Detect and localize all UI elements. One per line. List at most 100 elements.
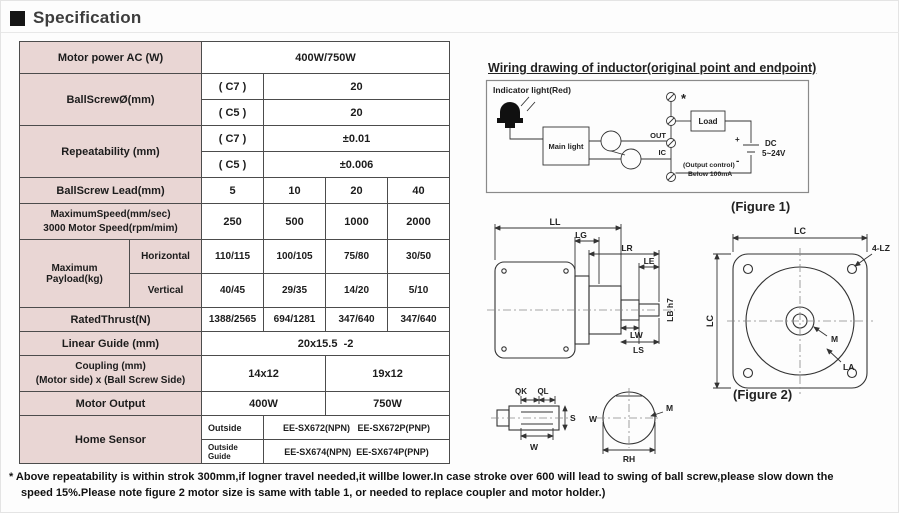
row-ballscrew-c7: BallScrewØ(mm) ( C7 ) 20 — [18, 73, 451, 126]
spec-table: Motor power AC (W) 400W/750W BallScrewØ(… — [18, 41, 451, 464]
dim-s-label: S — [570, 413, 576, 423]
wiring-frame — [485, 79, 810, 194]
dim-ql-label: QL — [537, 387, 548, 396]
row-rated-thrust: RatedThrust(N) 1388/2565 694/1281 347/64… — [18, 307, 451, 332]
dim-w-side-label: W — [530, 442, 539, 452]
home-sensor-label: Home Sensor — [18, 415, 203, 464]
page-title: Specification — [33, 8, 142, 27]
payload-v-value: 29/35 — [263, 273, 327, 308]
coupling-label-line1: Coupling (mm) — [75, 361, 146, 372]
dc-source-icon — [743, 144, 759, 153]
payload-v-value: 40/45 — [201, 273, 265, 308]
repeatability-c5-value: ±0.006 — [263, 151, 451, 178]
row-repeatability-c7: Repeatability (mm) ( C7 ) ±0.01 — [18, 125, 451, 178]
guide-label: Linear Guide (mm) — [18, 331, 203, 356]
output-control-label-2: Below 100mA — [688, 171, 732, 178]
payload-v-value: 14/20 — [325, 273, 389, 308]
header-divider — [1, 32, 899, 33]
dim-lz-label: 4-LZ — [872, 243, 890, 253]
output-control-label-1: (Output control) — [683, 162, 735, 169]
shaft-dim-lines — [520, 396, 568, 440]
payload-h-value: 110/115 — [201, 239, 265, 274]
side-dim-lines — [494, 224, 660, 345]
footnote: * Above repeatability is within strok 30… — [9, 470, 895, 502]
dim-m-circle-label: M — [666, 403, 673, 413]
thrust-value: 347/640 — [325, 307, 389, 332]
ballscrew-dia-label: BallScrewØ(mm) — [18, 73, 203, 126]
wires — [589, 140, 671, 160]
output-value-2: 750W — [325, 391, 451, 416]
wire — [509, 128, 543, 140]
motor-power-value: 400W/750W — [201, 41, 451, 74]
shaft-front-dim-lines — [602, 411, 664, 454]
star-note: * — [681, 91, 687, 106]
ballscrew-c7-value: 20 — [263, 73, 451, 100]
ballscrew-c7-grade: ( C7 ) — [201, 73, 265, 100]
ballscrew-c5-grade: ( C5 ) — [201, 99, 265, 126]
ballscrew-c5-value: 20 — [263, 99, 451, 126]
dim-w-circle-label: W — [589, 414, 598, 424]
dim-lw-label: LW — [630, 330, 644, 340]
lead-value: 10 — [263, 177, 327, 204]
footnote-line2: speed 15%.Please note figure 2 motor siz… — [21, 486, 606, 499]
row-coupling: Coupling (mm) (Motor side) x (Ball Screw… — [18, 355, 451, 392]
dim-lr-label: LR — [621, 243, 632, 253]
indicator-light-label: Indicator light(Red) — [493, 85, 571, 95]
coupling-label: Coupling (mm) (Motor side) x (Ball Screw… — [18, 355, 203, 392]
main-light-box — [542, 126, 590, 166]
payload-h-value: 75/80 — [325, 239, 389, 274]
sensor-outside-label: Outside — [201, 415, 265, 440]
dc-label: DC — [765, 139, 777, 148]
sensor-outside-value: EE-SX672(NPN) EE-SX672P(PNP) — [263, 415, 451, 440]
row-ballscrew-lead: BallScrew Lead(mm) 5 10 20 40 — [18, 177, 451, 204]
output-label: Motor Output — [18, 391, 203, 416]
dim-le-label: LE — [644, 256, 655, 266]
dc-minus: - — [736, 156, 739, 167]
speed-label: MaximumSpeed(mm/sec) 3000 Motor Speed(rp… — [18, 203, 203, 240]
guide-value: 20x15.5 -2 — [201, 331, 451, 356]
terminal-icons — [666, 92, 676, 182]
transistor-icon — [620, 148, 642, 170]
repeatability-c5-grade: ( C5 ) — [201, 151, 265, 178]
lead-value: 5 — [201, 177, 265, 204]
dc-plus: + — [735, 135, 740, 144]
thrust-value: 347/640 — [387, 307, 451, 332]
section-bullet-icon — [10, 10, 25, 26]
dimension-drawing: LL LG LR LE LB h7 LW LS LC LC 4-LZ M — [487, 217, 890, 464]
wire — [675, 120, 752, 174]
row-payload-vertical: Vertical 40/45 29/35 14/20 5/10 — [20, 273, 451, 308]
payload-h-value: 30/50 — [387, 239, 451, 274]
payload-v-value: 5/10 — [387, 273, 451, 308]
speed-value: 500 — [263, 203, 327, 240]
transistor-icon — [600, 130, 622, 152]
out-label: OUT — [650, 131, 666, 140]
front-dim-lines — [713, 234, 873, 389]
figure1-label: (Figure 1) — [731, 199, 791, 214]
dim-ll-label: LL — [550, 217, 561, 227]
row-linear-guide: Linear Guide (mm) 20x15.5 -2 — [18, 331, 451, 356]
dim-lb-label: LB h7 — [665, 298, 675, 322]
speed-label-line1: MaximumSpeed(mm/sec) — [50, 209, 171, 220]
dc-value: 5~24V — [762, 149, 786, 158]
ic-label: IC — [659, 148, 667, 157]
payload-label: Maximum Payload(kg) — [19, 239, 130, 308]
indicator-light-icon — [497, 102, 523, 128]
wiring-title: Wiring drawing of inductor(original poin… — [488, 61, 817, 75]
coupling-label-line2: (Motor side) x (Ball Screw Side) — [35, 374, 186, 386]
repeatability-label: Repeatability (mm) — [18, 125, 203, 178]
speed-value: 2000 — [387, 203, 451, 240]
lead-value: 40 — [387, 177, 451, 204]
dim-lc-top-label: LC — [794, 226, 806, 236]
footnote-line1: * Above repeatability is within strok 30… — [9, 471, 834, 483]
row-max-speed: MaximumSpeed(mm/sec) 3000 Motor Speed(rp… — [18, 203, 451, 240]
row-home-sensor-outside: Home Sensor Outside EE-SX672(NPN) EE-SX6… — [18, 415, 451, 464]
main-light-label: Main light — [549, 142, 584, 151]
row-repeatability-c5: ( C5 ) ±0.006 — [20, 151, 451, 178]
lead-label: BallScrew Lead(mm) — [18, 177, 203, 204]
speed-label-line2: 3000 Motor Speed(rpm/mim) — [43, 222, 178, 234]
dim-lg-label: LG — [575, 230, 587, 240]
dim-m-front-label: M — [831, 334, 838, 344]
figure2-label: (Figure 2) — [733, 387, 793, 402]
sensor-outside-guide-label: Outside Guide — [201, 439, 265, 464]
